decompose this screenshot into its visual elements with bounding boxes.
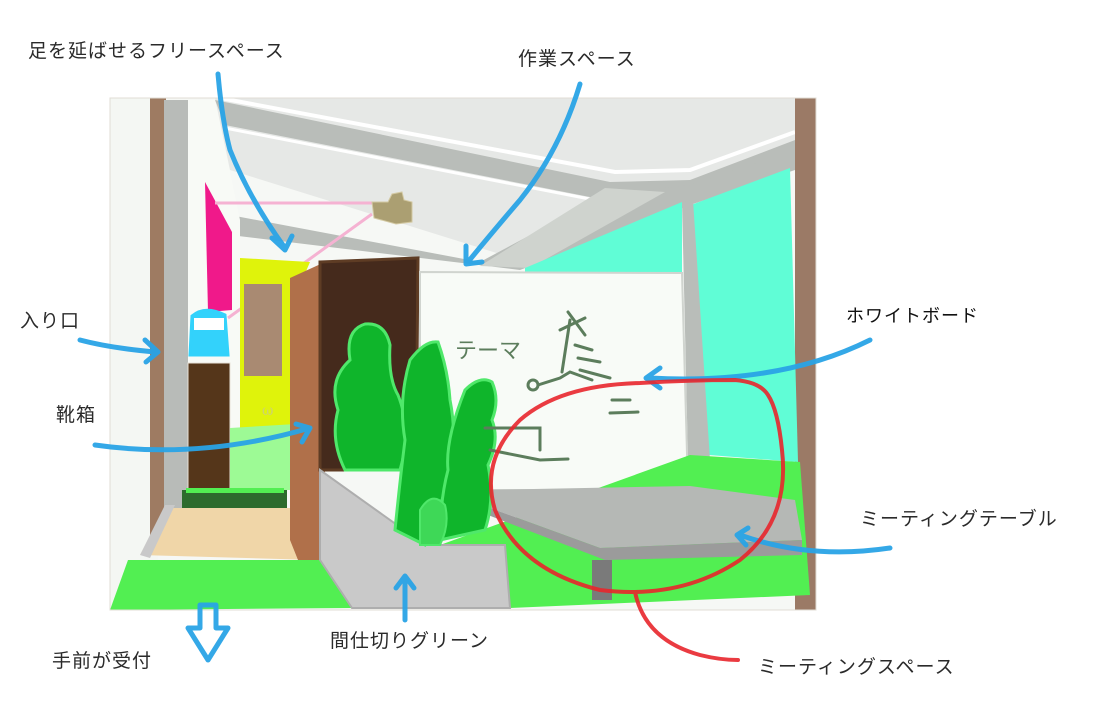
glass-wall-left [525,202,682,272]
plant-leaf [419,497,448,546]
label-partition-green: 間仕切りグリーン [330,630,490,652]
partition-plants [333,322,498,548]
whiteboard-theme-text: テーマ [455,339,521,364]
glass-mullion [682,200,710,460]
floor-step-top [186,488,284,493]
arrow-whiteboard [643,337,873,391]
label-free-space: 足を延ばせるフリースペース [28,40,285,62]
wall-doodle: ω [262,403,273,419]
glass-wall-right [691,168,798,462]
entry-baseboard [140,505,175,558]
arrow-entrance [77,337,161,365]
meeting-space-marker [488,377,786,662]
room-border [109,97,817,611]
whiteboard-drawing [483,310,640,462]
meeting-table-edge [488,508,802,560]
left-wood-pillar [150,98,166,548]
arrow-meeting-table [734,525,893,555]
beam-highlight-lower [224,126,606,204]
whiteboard-doodle [536,370,640,415]
arrow-work-space [463,81,583,267]
water-cooler [188,308,230,357]
tan-note [371,191,413,225]
floor-step [182,490,287,508]
annotation-arrows [77,71,893,663]
label-entrance: 入り口 [20,310,81,332]
arrow-free-space [215,71,295,253]
water-cooler-top [194,318,224,330]
ceiling-panel [480,188,665,268]
meeting-table-top [480,486,802,548]
label-meeting-table: ミーティングテーブル [860,508,1058,530]
whiteboard-doodle [483,426,570,462]
arrow-partition-green [393,573,417,623]
label-reception: 手前が受付 [52,650,153,672]
door-side [290,262,325,560]
label-whiteboard: ホワイトボード [846,306,979,327]
arrow-reception [185,602,231,663]
arrow-shoe-box [92,421,313,453]
left-gray-pillar [164,100,188,555]
plant-leaf [333,322,408,472]
label-shoe-box: 靴箱 [56,404,97,426]
brown-panel [244,284,282,376]
meeting-space-circle [488,377,786,594]
entry-floor [140,508,315,560]
label-meeting-space: ミーティングスペース [758,656,955,678]
whiteboard-doodle [558,310,612,380]
front-floor [110,560,352,610]
pink-poster [205,182,232,312]
meeting-table-leg [592,560,612,600]
room-illustration: ω [109,96,817,611]
beam-highlight [219,96,796,175]
ceiling-beam [215,100,795,200]
label-work-space: 作業スペース [518,48,636,70]
meeting-space-leader [633,590,740,662]
shoe-box [187,362,231,490]
